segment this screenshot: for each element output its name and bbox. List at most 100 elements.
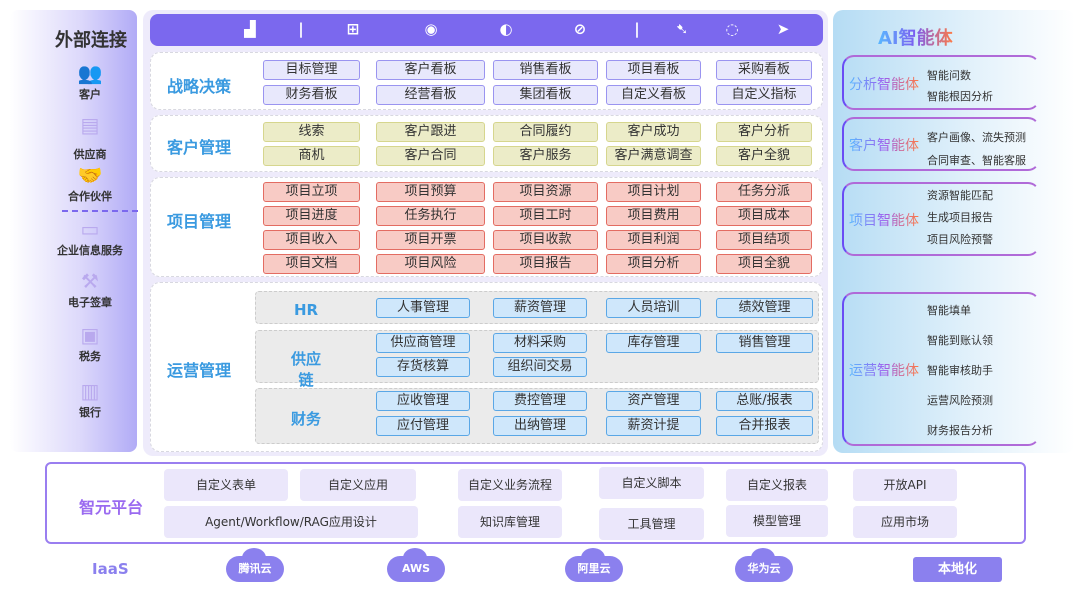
platform-module-button[interactable]: 自定义表单: [164, 469, 288, 501]
customer-module-button[interactable]: 客户满意调查: [606, 146, 701, 166]
platform-module-button[interactable]: 自定义报表: [726, 469, 828, 501]
customer-icon: 👥: [77, 61, 103, 85]
platform-module-button[interactable]: 模型管理: [726, 505, 828, 537]
ops-module-button[interactable]: 资产管理: [606, 391, 701, 411]
project-module-button[interactable]: 项目全貌: [716, 254, 812, 274]
wecom-icon: ◌: [725, 20, 739, 38]
project-module-button[interactable]: 项目预算: [376, 182, 485, 202]
strategy-module-button[interactable]: 经营看板: [376, 85, 485, 105]
strategy-module-button[interactable]: 目标管理: [263, 60, 360, 80]
strategy-module-button[interactable]: 销售看板: [493, 60, 598, 80]
strategy-module-button[interactable]: 财务看板: [263, 85, 360, 105]
project-module-button[interactable]: 项目风险: [376, 254, 485, 274]
project-module-button[interactable]: 任务执行: [376, 206, 485, 226]
project-module-button[interactable]: 项目结项: [716, 230, 812, 250]
external-supplier: ▤供应商: [73, 113, 107, 161]
project-module-button[interactable]: 项目利润: [606, 230, 701, 250]
cloud-provider-2: 阿里云: [565, 548, 623, 582]
platform-module-button[interactable]: 工具管理: [599, 508, 704, 540]
project-title: 项目管理: [167, 212, 232, 231]
project-module-button[interactable]: 项目文档: [263, 254, 360, 274]
ops-module-button[interactable]: 人事管理: [376, 298, 470, 318]
customer-module-button[interactable]: 客户跟进: [376, 122, 485, 142]
project-module-button[interactable]: 项目进度: [263, 206, 360, 226]
project-module-button[interactable]: 项目分析: [606, 254, 701, 274]
chrome-icon: ◉: [424, 20, 438, 38]
customer-section: 客户管理: [150, 115, 823, 172]
platform-title: 智元平台: [79, 498, 144, 517]
customer-module-button[interactable]: 客户全貌: [716, 146, 812, 166]
strategy-module-button[interactable]: 自定义指标: [716, 85, 812, 105]
ai-agent-card[interactable]: 分析智能体智能问数智能根因分析: [842, 55, 1040, 110]
project-module-button[interactable]: 项目资源: [493, 182, 598, 202]
ai-agent-card[interactable]: 运营智能体智能填单智能到账认领智能审核助手运营风险预测财务报告分析: [842, 292, 1040, 446]
ops-module-button[interactable]: 绩效管理: [716, 298, 813, 318]
strategy-module-button[interactable]: 项目看板: [606, 60, 701, 80]
project-module-button[interactable]: 项目立项: [263, 182, 360, 202]
card-icon: ▭: [80, 217, 100, 241]
project-module-button[interactable]: 项目报告: [493, 254, 598, 274]
ops-module-button[interactable]: 库存管理: [606, 333, 701, 353]
strategy-section: 战略决策: [150, 52, 823, 110]
platform-module-button[interactable]: 开放API: [853, 469, 957, 501]
strategy-module-button[interactable]: 客户看板: [376, 60, 485, 80]
project-module-button[interactable]: 任务分派: [716, 182, 812, 202]
firefox-icon: ◐: [499, 20, 513, 38]
ai-agent-card[interactable]: 客户智能体客户画像、流失预测合同审查、智能客服: [842, 117, 1040, 171]
project-module-button[interactable]: 项目成本: [716, 206, 812, 226]
project-module-button[interactable]: 项目计划: [606, 182, 701, 202]
customer-module-button[interactable]: 商机: [263, 146, 360, 166]
safari-icon: ⊘: [573, 20, 587, 38]
divider: |: [298, 20, 304, 38]
ops-module-button[interactable]: 存货核算: [376, 357, 470, 377]
strategy-module-button[interactable]: 集团看板: [493, 85, 598, 105]
ops-module-button[interactable]: 材料采购: [493, 333, 587, 353]
platform-module-button[interactable]: 知识库管理: [458, 506, 562, 538]
building-icon: ▥: [80, 379, 100, 403]
ops-module-button[interactable]: 应付管理: [376, 416, 470, 436]
platform-module-button[interactable]: 自定义脚本: [599, 467, 704, 499]
ops-module-button[interactable]: 薪资计提: [606, 416, 701, 436]
ops-module-button[interactable]: 人员培训: [606, 298, 701, 318]
platform-module-button[interactable]: 应用市场: [853, 506, 957, 538]
cloud-provider-1: AWS: [387, 548, 445, 582]
ops-module-button[interactable]: 应收管理: [376, 391, 470, 411]
strategy-module-button[interactable]: 采购看板: [716, 60, 812, 80]
platform-module-button[interactable]: 自定义应用: [300, 469, 416, 501]
project-module-button[interactable]: 项目费用: [606, 206, 701, 226]
money-icon: ▣: [80, 323, 100, 347]
ops-module-button[interactable]: 总账/报表: [716, 391, 813, 411]
platform-module-button[interactable]: Agent/Workflow/RAG应用设计: [164, 506, 418, 538]
customer-module-button[interactable]: 线索: [263, 122, 360, 142]
ops-finance-title: 财务: [290, 410, 321, 428]
ops-module-button[interactable]: 销售管理: [716, 333, 813, 353]
project-module-button[interactable]: 项目收款: [493, 230, 598, 250]
platform-module-button[interactable]: 自定义业务流程: [458, 469, 562, 501]
project-module-button[interactable]: 项目工时: [493, 206, 598, 226]
ops-module-button[interactable]: 薪资管理: [493, 298, 587, 318]
external-title: 外部连接: [55, 30, 127, 51]
ops-hr-title: HR: [293, 301, 319, 319]
ai-agent-title: 运营智能体: [849, 360, 919, 380]
customer-module-button[interactable]: 客户分析: [716, 122, 812, 142]
customer-module-button[interactable]: 客户服务: [493, 146, 598, 166]
ops-module-button[interactable]: 组织间交易: [493, 357, 587, 377]
customer-module-button[interactable]: 客户成功: [606, 122, 701, 142]
cloud-provider-label: 阿里云: [577, 562, 611, 575]
project-module-button[interactable]: 项目开票: [376, 230, 485, 250]
ops-module-button[interactable]: 出纳管理: [493, 416, 587, 436]
ops-module-button[interactable]: 合并报表: [716, 416, 813, 436]
project-section: 项目管理: [150, 177, 823, 277]
ai-agent-card[interactable]: 项目智能体资源智能匹配生成项目报告项目风险预警: [842, 182, 1040, 256]
ai-agent-capability: 财务报告分析: [927, 424, 993, 437]
ai-agent-title: 项目智能体: [849, 210, 919, 230]
ops-module-button[interactable]: 费控管理: [493, 391, 587, 411]
ops-module-button[interactable]: 供应商管理: [376, 333, 470, 353]
supplier-icon: ▤: [80, 113, 100, 137]
project-module-button[interactable]: 项目收入: [263, 230, 360, 250]
external-customer: 👥客户: [77, 61, 103, 101]
customer-module-button[interactable]: 客户合同: [376, 146, 485, 166]
customer-module-button[interactable]: 合同履约: [493, 122, 598, 142]
strategy-module-button[interactable]: 自定义看板: [606, 85, 701, 105]
platform-panel: 智元平台 自定义表单自定义应用 自定义业务流程 自定义脚本自定义报表开放API Age…: [45, 462, 1026, 544]
